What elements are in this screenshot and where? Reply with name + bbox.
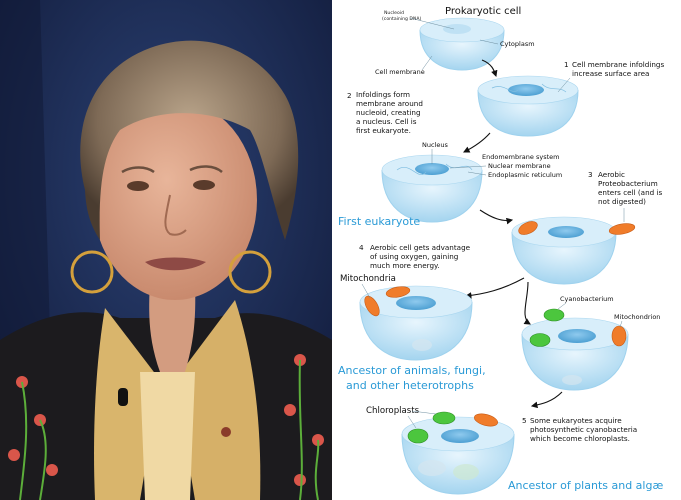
arrow-3 [479, 209, 514, 225]
nuclear-membrane-label: Nuclear membrane [488, 162, 551, 170]
cell-membrane-label: Cell membrane [375, 68, 425, 76]
first-eukaryote-label: First eukaryote [338, 215, 420, 228]
step-3-line-4: not digested) [598, 197, 646, 206]
step-2-line-5: first eukaryote. [356, 126, 411, 135]
step-5-line-1: Some eukaryotes acquire [530, 416, 622, 425]
infolding-cell [477, 75, 579, 137]
mitochondria-label: Mitochondria [340, 274, 396, 284]
step-2-line-4: a nucleus. Cell is [356, 117, 417, 126]
arrow-1 [481, 59, 498, 78]
mitochondrion-label: Mitochondrion [614, 313, 660, 321]
step-2-line-1: Infoldings form [356, 90, 410, 99]
step-3-line-1: Aerobic [598, 170, 625, 179]
step-4-line-1: Aerobic cell gets advantage [370, 243, 471, 252]
arrow-2 [463, 132, 491, 153]
step-1-line-1: Cell membrane infoldings [572, 60, 664, 69]
endomembrane-label: Endomembrane system [482, 153, 559, 161]
diagram-canvas: Prokaryotic cell Nucleoid (containing DN… [338, 6, 664, 495]
first-eukaryote-cell [381, 154, 483, 223]
step-5-line-2: photosynthetic cyanobacteria [530, 425, 637, 434]
portrait-illustration [0, 0, 332, 500]
step-4-line-3: much more energy. [370, 261, 440, 270]
heterotroph-ancestor-cell [359, 285, 473, 361]
arrow-4a [464, 277, 525, 299]
arrow-4b [523, 281, 531, 325]
arrow-5 [530, 391, 563, 409]
animals-line-2: and other heterotrophs [346, 379, 474, 392]
cyanobacterium-entry-cell [521, 308, 629, 391]
chloroplasts-label: Chloroplasts [366, 406, 420, 416]
er-label: Endoplasmic reticulum [488, 171, 562, 179]
aerobic-entry-cell [511, 216, 636, 285]
prokaryotic-cell [419, 17, 505, 71]
step-1-line-2: increase surface area [572, 69, 649, 78]
step-4-number: 4 [359, 243, 364, 252]
animals-line-1: Ancestor of animals, fungi, [338, 364, 486, 377]
step-3-number: 3 [588, 170, 593, 179]
nucleus-label: Nucleus [422, 141, 448, 149]
step-2-number: 2 [347, 91, 352, 100]
step-4-line-2: of using oxygen, gaining [370, 252, 458, 261]
step-5-number: 5 [522, 416, 527, 425]
plant-ancestor-cell [401, 411, 515, 495]
plants-label: Ancestor of plants and algæ [508, 479, 663, 492]
step-3-line-3: enters cell (and is [598, 188, 662, 197]
step-5-line-3: which become chloroplasts. [530, 434, 630, 443]
nucleoid-sub-label: (containing DNA) [382, 16, 422, 22]
nucleoid-label: Nucleoid [384, 10, 404, 16]
step-3-line-2: Proteobacterium [598, 179, 658, 188]
endosymbiosis-diagram: Prokaryotic cell Nucleoid (containing DN… [332, 0, 681, 500]
step-2-line-2: membrane around [356, 99, 423, 108]
cytoplasm-label: Cytoplasm [500, 40, 535, 48]
portrait-photo [0, 0, 332, 500]
cyanobacterium-label: Cyanobacterium [560, 295, 614, 303]
prokaryotic-cell-title: Prokaryotic cell [445, 6, 521, 17]
step-2-line-3: nucleoid, creating [356, 108, 421, 117]
step-1-number: 1 [564, 60, 569, 69]
